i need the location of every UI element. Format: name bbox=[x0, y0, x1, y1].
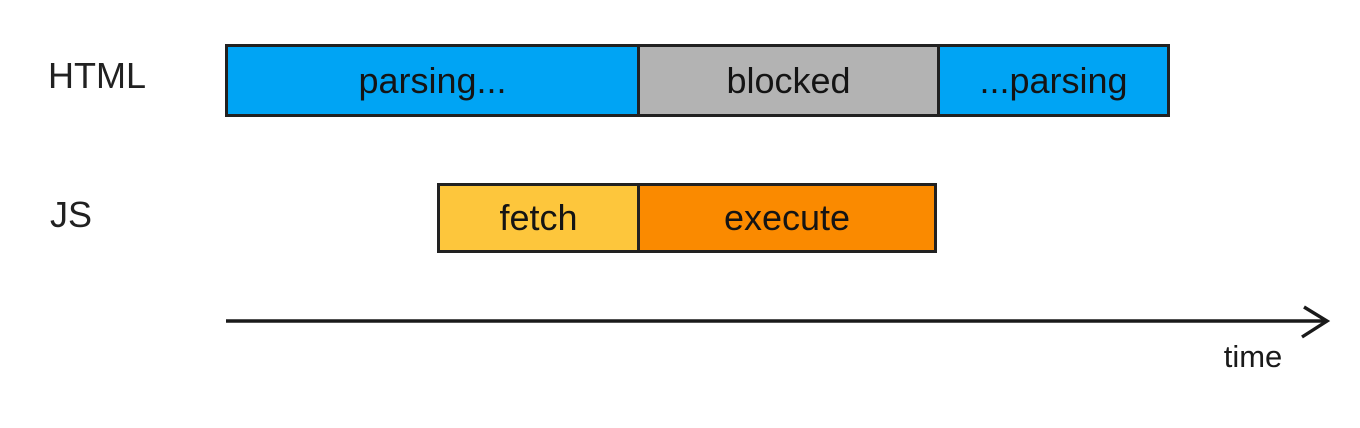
bar-segment-fetch: fetch bbox=[437, 183, 640, 253]
row-label-html: HTML bbox=[48, 55, 146, 96]
time-axis-arrow-icon bbox=[226, 305, 1331, 339]
time-axis-label: time bbox=[1223, 339, 1283, 374]
js-script-bar: fetch execute bbox=[437, 183, 937, 253]
row-label-js: JS bbox=[50, 194, 93, 235]
bar-segment-parsing-resume: ...parsing bbox=[937, 44, 1170, 117]
bar-segment-blocked: blocked bbox=[637, 44, 940, 117]
bar-segment-execute: execute bbox=[637, 183, 937, 253]
html-parsing-bar: parsing... blocked ...parsing bbox=[225, 44, 1170, 117]
bar-segment-parsing-start: parsing... bbox=[225, 44, 640, 117]
